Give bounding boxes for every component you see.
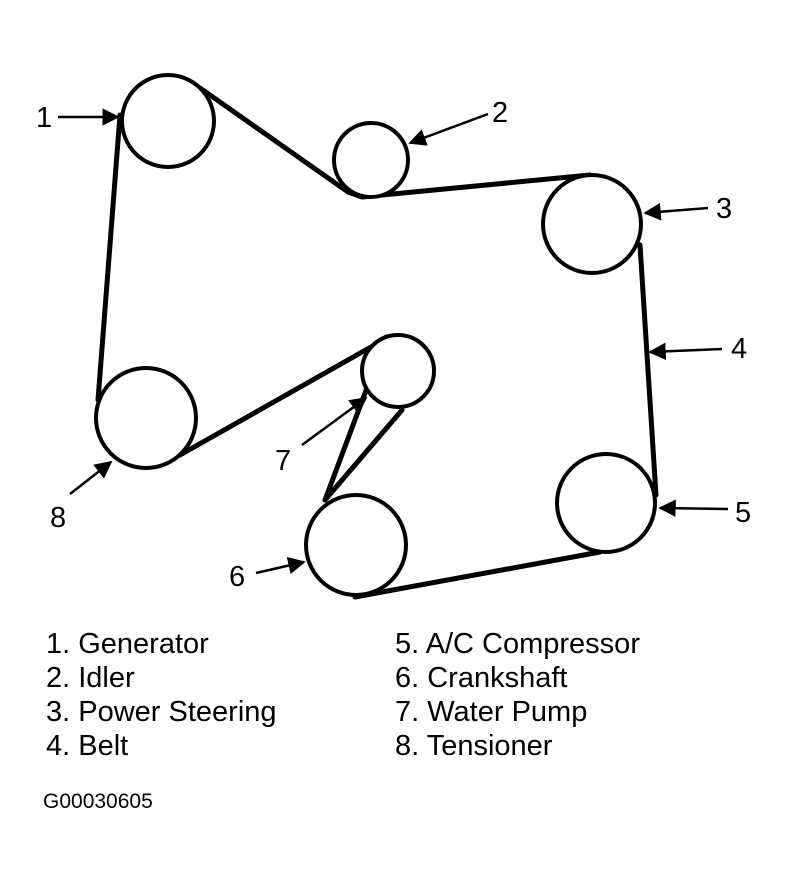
callout-label-1: 1 [36, 102, 52, 134]
water-pump-pulley [360, 333, 436, 409]
callout-arrow-8 [69, 460, 113, 495]
callout-arrow-2 [408, 112, 489, 146]
belt-segment [637, 242, 659, 498]
callout-arrow-3 [643, 203, 709, 221]
callout-arrow-6 [255, 556, 306, 575]
belt-segment [322, 407, 405, 503]
callout-arrow-5 [658, 499, 729, 517]
power-steering-pulley [541, 173, 643, 275]
idler-pulley [332, 121, 410, 199]
callout-label-8: 8 [50, 502, 66, 534]
belt-segment [359, 172, 593, 200]
figure-code: G00030605 [43, 790, 153, 813]
callout-label-5: 5 [735, 497, 751, 529]
belt-segment [177, 340, 381, 458]
ac-compressor-pulley [555, 452, 657, 554]
tensioner-pulley [94, 366, 198, 470]
generator-pulley [120, 73, 216, 169]
crankshaft-pulley [304, 493, 408, 597]
callout-label-7: 7 [275, 445, 291, 477]
callout-arrow-4 [648, 342, 723, 361]
belt-segment [197, 85, 351, 195]
belt [95, 85, 659, 600]
callout-label-4: 4 [731, 333, 747, 365]
belt-segment [352, 549, 603, 600]
callout-label-3: 3 [716, 193, 732, 225]
callout-label-6: 6 [229, 561, 245, 593]
callout-arrow-7 [301, 396, 368, 447]
belt-segment [95, 112, 123, 403]
callout-label-2: 2 [492, 97, 508, 129]
